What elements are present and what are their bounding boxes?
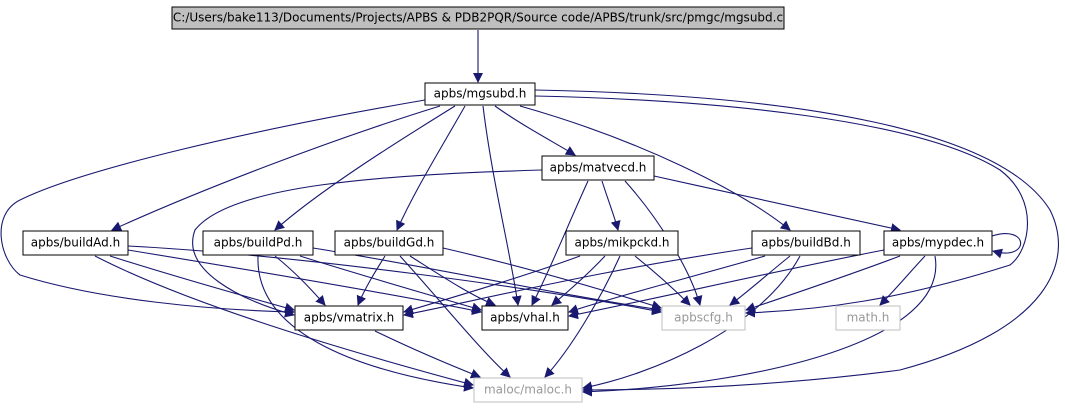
node-label: math.h (847, 311, 890, 325)
node-label: apbs/vhal.h (490, 311, 560, 325)
edge-buildad-to-maloc (94, 255, 474, 388)
edge-buildgd-to-apbscfg (442, 247, 662, 311)
node-math-header[interactable]: math.h (835, 305, 901, 331)
edge-buildbd-to-vhal (568, 255, 766, 314)
node-mikpckd-header[interactable]: apbs/mikpckd.h (565, 230, 679, 256)
node-label: apbs/buildBd.h (761, 236, 851, 250)
edges-layer (0, 30, 1059, 397)
node-mypdec-header[interactable]: apbs/mypdec.h (883, 230, 993, 256)
node-label: maloc/maloc.h (484, 383, 572, 397)
edge-matvecd-to-vmatrix (192, 169, 543, 318)
edge-buildpd-to-vhal (299, 255, 482, 313)
edge-buildgd-to-vmatrix (356, 255, 386, 306)
node-vmatrix-header[interactable]: apbs/vmatrix.h (294, 305, 404, 331)
edge-mgsubd-to-apbscfg (534, 95, 1029, 318)
node-label: C:/Users/bake113/Documents/Projects/APBS… (173, 11, 783, 25)
node-label: apbscfg.h (674, 311, 733, 325)
edge-mgsubd-to-maloc (534, 89, 1059, 395)
edge-buildad-to-vmatrix (109, 255, 295, 313)
edge-buildgd-to-vhal (409, 255, 496, 307)
edge-mgsubd-to-matvecd (494, 105, 576, 156)
edge-buildbd-to-apbscfg (729, 255, 791, 306)
node-label: apbs/mypdec.h (892, 236, 984, 250)
edge-mypdec-to-math (879, 255, 926, 306)
edge-mikpckd-to-apbscfg (634, 255, 691, 306)
edge-vmatrix-to-maloc (374, 330, 481, 379)
edge-mgsubd-to-buildpd (274, 105, 456, 231)
node-label: apbs/buildPd.h (214, 236, 303, 250)
node-label: apbs/mgsubd.h (434, 87, 527, 101)
edge-buildpd-to-vmatrix (274, 255, 326, 306)
edge-mypdec-to-maloc (582, 255, 937, 397)
node-buildbd-header[interactable]: apbs/buildBd.h (751, 230, 861, 256)
edge-mikpckd-to-maloc (544, 255, 621, 378)
edge-mypdec-to-mypdec (991, 233, 1021, 259)
node-buildad-header[interactable]: apbs/buildAd.h (22, 230, 129, 256)
edge-buildbd-to-maloc (582, 255, 801, 392)
node-label: apbs/buildAd.h (31, 236, 120, 250)
edge-mgsubd-to-buildbd (519, 105, 791, 231)
edge-buildbd-to-vmatrix (403, 247, 753, 319)
node-label: apbs/mikpckd.h (574, 236, 669, 250)
edge-mgsubd-to-vmatrix (0, 99, 426, 317)
edge-mikpckd-to-vmatrix (403, 255, 581, 315)
edge-matvecd-to-vhal (531, 180, 589, 306)
nodes-layer: C:/Users/bake113/Documents/Projects/APBS… (22, 6, 993, 403)
node-buildgd-header[interactable]: apbs/buildGd.h (334, 230, 444, 256)
edge-mgsubd-to-buildgd (396, 105, 466, 231)
node-label: apbs/matvecd.h (550, 161, 647, 175)
node-buildpd-header[interactable]: apbs/buildPd.h (202, 230, 314, 256)
edge-mgsubd-to-vhal (482, 105, 522, 306)
edge-buildad-to-vhal (127, 249, 482, 316)
node-apbscfg-header[interactable]: apbscfg.h (661, 305, 746, 331)
node-label: apbs/buildGd.h (344, 236, 435, 250)
edge-mypdec-to-apbscfg (745, 255, 901, 312)
edge-mikpckd-to-vhal (551, 255, 606, 306)
edge-buildpd-to-maloc (257, 255, 474, 392)
edge-mypdec-to-vhal (568, 249, 885, 320)
edge-matvecd-to-mikpckd (601, 180, 621, 231)
node-root-file[interactable]: C:/Users/bake113/Documents/Projects/APBS… (171, 6, 785, 30)
node-matvecd-header[interactable]: apbs/matvecd.h (541, 155, 655, 181)
edge-buildgd-to-maloc (399, 255, 511, 378)
node-label: apbs/vmatrix.h (304, 311, 395, 325)
node-maloc-header[interactable]: maloc/maloc.h (473, 377, 583, 403)
edge-mgsubd-to-buildad (111, 105, 441, 231)
node-vhal-header[interactable]: apbs/vhal.h (481, 305, 569, 331)
edge-matvecd-to-mypdec (653, 175, 901, 234)
node-mgsubd-header[interactable]: apbs/mgsubd.h (424, 82, 536, 106)
